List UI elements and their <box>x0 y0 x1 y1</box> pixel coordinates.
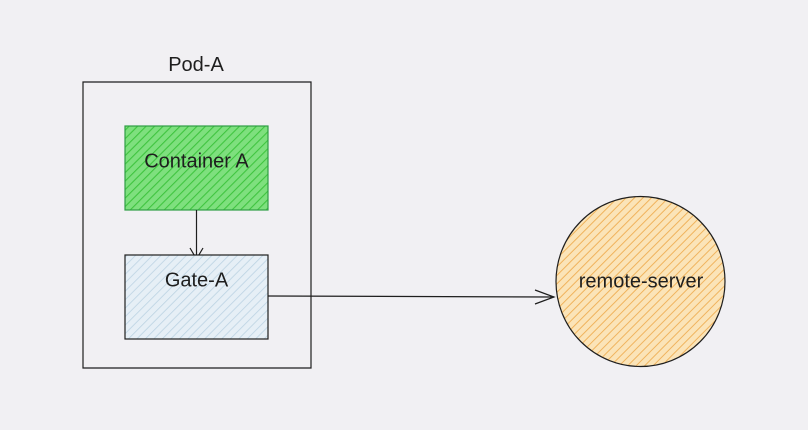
pod-title: Pod-A <box>168 54 224 76</box>
remote-server-node[interactable]: remote-server <box>555 195 726 368</box>
container-a-label: Container A <box>144 150 249 172</box>
remote-server-circle <box>555 195 726 368</box>
pod-boundary <box>82 81 312 369</box>
arrow-gate-to-remote-shaft <box>267 295 555 298</box>
arrow-container-to-gate <box>189 210 204 261</box>
gate-a-box <box>124 254 269 340</box>
remote-server-label: remote-server <box>579 270 704 292</box>
pod-group: Pod-A <box>82 54 312 369</box>
arrow-gate-to-remote-head <box>534 289 556 305</box>
container-a-node[interactable]: Container A <box>124 125 269 211</box>
arrow-gate-to-remote <box>267 289 556 305</box>
gate-a-node[interactable]: Gate-A <box>124 254 269 340</box>
container-a-box <box>124 125 269 211</box>
gate-a-label: Gate-A <box>165 269 229 291</box>
